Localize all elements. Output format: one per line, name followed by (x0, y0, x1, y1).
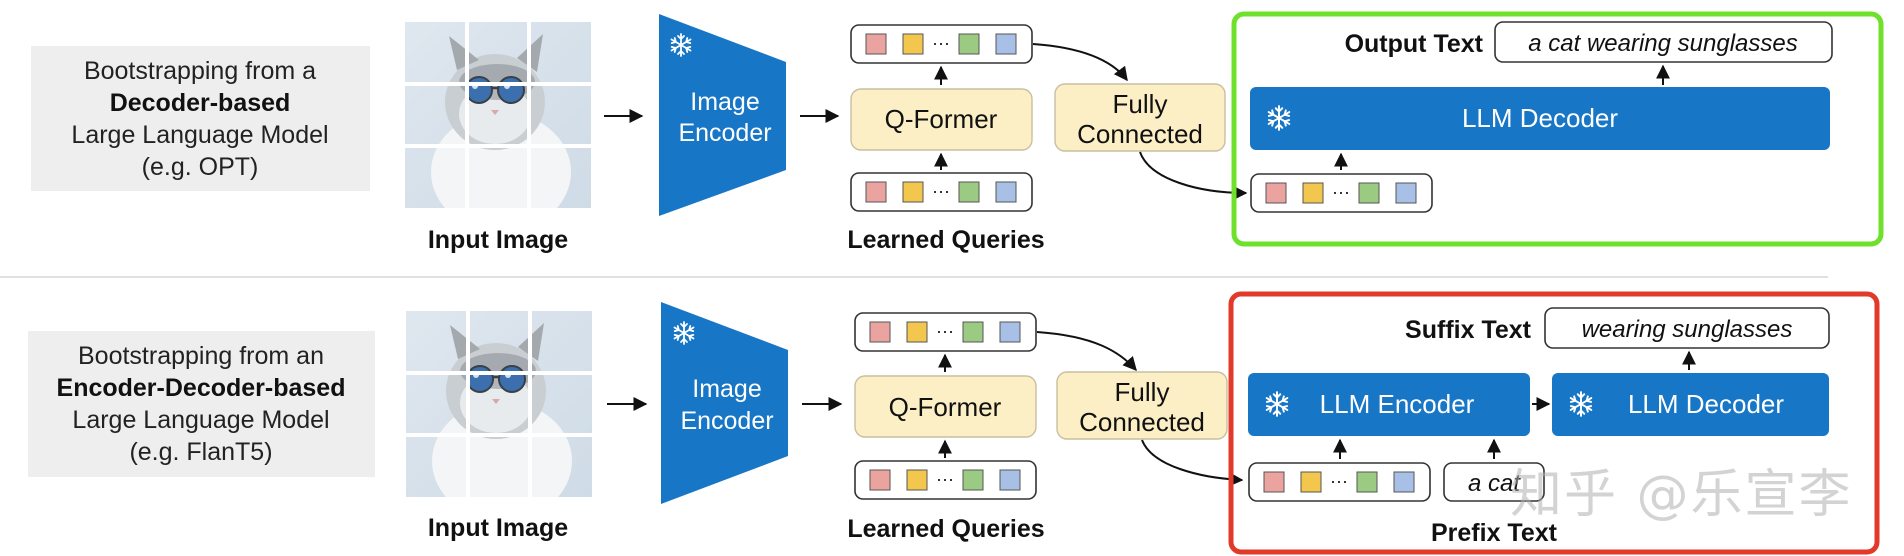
top-input-image (405, 22, 591, 208)
token (865, 181, 887, 203)
token-ellipsis: ··· (1330, 471, 1348, 491)
bottom-qformer: Q-Former (854, 375, 1037, 438)
top-llm-decoder: LLM Decoder (1250, 87, 1830, 150)
top-llm-frame (1231, 11, 1884, 247)
top-qformer: Q-Former (850, 88, 1033, 151)
bottom-prefix-text-box (1443, 462, 1545, 502)
token (1300, 471, 1322, 493)
top-query-output-tokens: ··· (850, 24, 1033, 64)
bottom-description-line2: Encoder-Decoder-based (57, 374, 346, 402)
bottom-image-encoder-shape (661, 302, 788, 504)
top-patch-grid (405, 22, 591, 208)
bottom-input-image-label: Input Image (428, 514, 568, 542)
top-arrow-fc-to-llm-input (1139, 151, 1248, 200)
token (1358, 182, 1380, 204)
bottom-llm-frame (1228, 291, 1880, 555)
top-image-encoder-line1: Image (690, 88, 759, 116)
bottom-llm-encoder: LLM Encoder (1248, 373, 1530, 436)
bottom-fc-line2: Connected (1079, 407, 1205, 437)
top-arrow-queries-to-fc (1032, 43, 1128, 82)
bottom-input-image (406, 311, 592, 497)
bottom-prefix-text-value: a cat (1468, 470, 1521, 497)
top-fc-line2: Connected (1077, 119, 1203, 149)
bottom-learned-query-tokens: ··· (854, 460, 1037, 500)
top-description-background (31, 46, 370, 191)
token (865, 33, 887, 55)
bottom-llm-input-tokens: ··· (1248, 462, 1431, 502)
bottom-learned-queries-label: Learned Queries (847, 515, 1044, 543)
top-image-encoder: Image Encoder (659, 14, 786, 216)
top-description-line4: (e.g. OPT) (142, 153, 259, 181)
token (962, 321, 984, 343)
top-description-box: Bootstrapping from a Decoder-based Large… (31, 46, 370, 191)
token-ellipsis: ··· (1332, 182, 1350, 202)
top-output-text-label: Output Text (1345, 30, 1484, 58)
token (995, 181, 1017, 203)
token-ellipsis: ··· (932, 33, 950, 53)
bottom-prefix-text-label: Prefix Text (1431, 519, 1558, 547)
token (902, 33, 924, 55)
bottom-description-background (28, 331, 375, 477)
bottom-arrow-queries-to-fc (1036, 331, 1137, 372)
watermark: 知乎 @乐宣李 (1510, 465, 1853, 525)
top-image-encoder-line2: Encoder (678, 119, 771, 147)
bottom-patch-grid (406, 311, 592, 497)
top-description-line2: Decoder-based (110, 89, 291, 117)
top-fully-connected: Fully Connected (1054, 83, 1226, 152)
token-ellipsis: ··· (936, 321, 954, 341)
top-image-encoder-shape (659, 14, 786, 216)
token (869, 321, 891, 343)
token-ellipsis: ··· (936, 469, 954, 489)
bottom-image-encoder: Image Encoder (661, 302, 788, 504)
bottom-image-encoder-line2: Encoder (680, 407, 773, 435)
bottom-description-line3: Large Language Model (72, 406, 329, 434)
cat-with-sunglasses-image (405, 22, 591, 208)
token (1395, 182, 1417, 204)
top-llm-decoder-label: LLM Decoder (1462, 103, 1618, 133)
token (1302, 182, 1324, 204)
top-input-image-label: Input Image (428, 226, 568, 254)
cat-with-sunglasses-image (406, 311, 592, 497)
bottom-llm-decoder-label: LLM Decoder (1628, 389, 1784, 419)
bottom-query-output-tokens: ··· (854, 312, 1037, 352)
token (962, 469, 984, 491)
bottom-description-line1: Bootstrapping from an (78, 342, 324, 370)
bottom-description-box: Bootstrapping from an Encoder-Decoder-ba… (28, 331, 375, 477)
token (1263, 471, 1285, 493)
top-learned-queries-label: Learned Queries (847, 226, 1044, 254)
bottom-suffix-text-value: wearing sunglasses (1582, 316, 1793, 343)
top-output-text-box (1494, 21, 1833, 63)
token (995, 33, 1017, 55)
token (906, 469, 928, 491)
token (958, 33, 980, 55)
token (906, 321, 928, 343)
top-description-line3: Large Language Model (71, 121, 328, 149)
top-fc-line1: Fully (1113, 89, 1168, 119)
bottom-arrow-fc-to-llm-input (1141, 439, 1244, 487)
token (1393, 471, 1415, 493)
top-qformer-label: Q-Former (885, 104, 998, 134)
bottom-fc-line1: Fully (1115, 377, 1170, 407)
bottom-fully-connected: Fully Connected (1056, 371, 1228, 440)
token-ellipsis: ··· (932, 181, 950, 201)
token (958, 181, 980, 203)
bottom-llm-decoder: LLM Decoder (1552, 373, 1829, 436)
bottom-description-line4: (e.g. FlanT5) (129, 438, 272, 466)
top-learned-query-tokens: ··· (850, 172, 1033, 212)
bottom-suffix-text-label: Suffix Text (1405, 316, 1532, 344)
bottom-suffix-text-box (1544, 307, 1830, 349)
token (869, 469, 891, 491)
token (999, 321, 1021, 343)
token (999, 469, 1021, 491)
bottom-qformer-label: Q-Former (889, 392, 1002, 422)
top-output-text-value: a cat wearing sunglasses (1528, 30, 1797, 57)
token (1265, 182, 1287, 204)
bottom-image-encoder-line1: Image (692, 375, 761, 403)
bottom-llm-encoder-label: LLM Encoder (1320, 389, 1475, 419)
token (1356, 471, 1378, 493)
top-llm-input-tokens: ··· (1250, 173, 1433, 213)
token (902, 181, 924, 203)
top-description-line1: Bootstrapping from a (84, 57, 316, 85)
